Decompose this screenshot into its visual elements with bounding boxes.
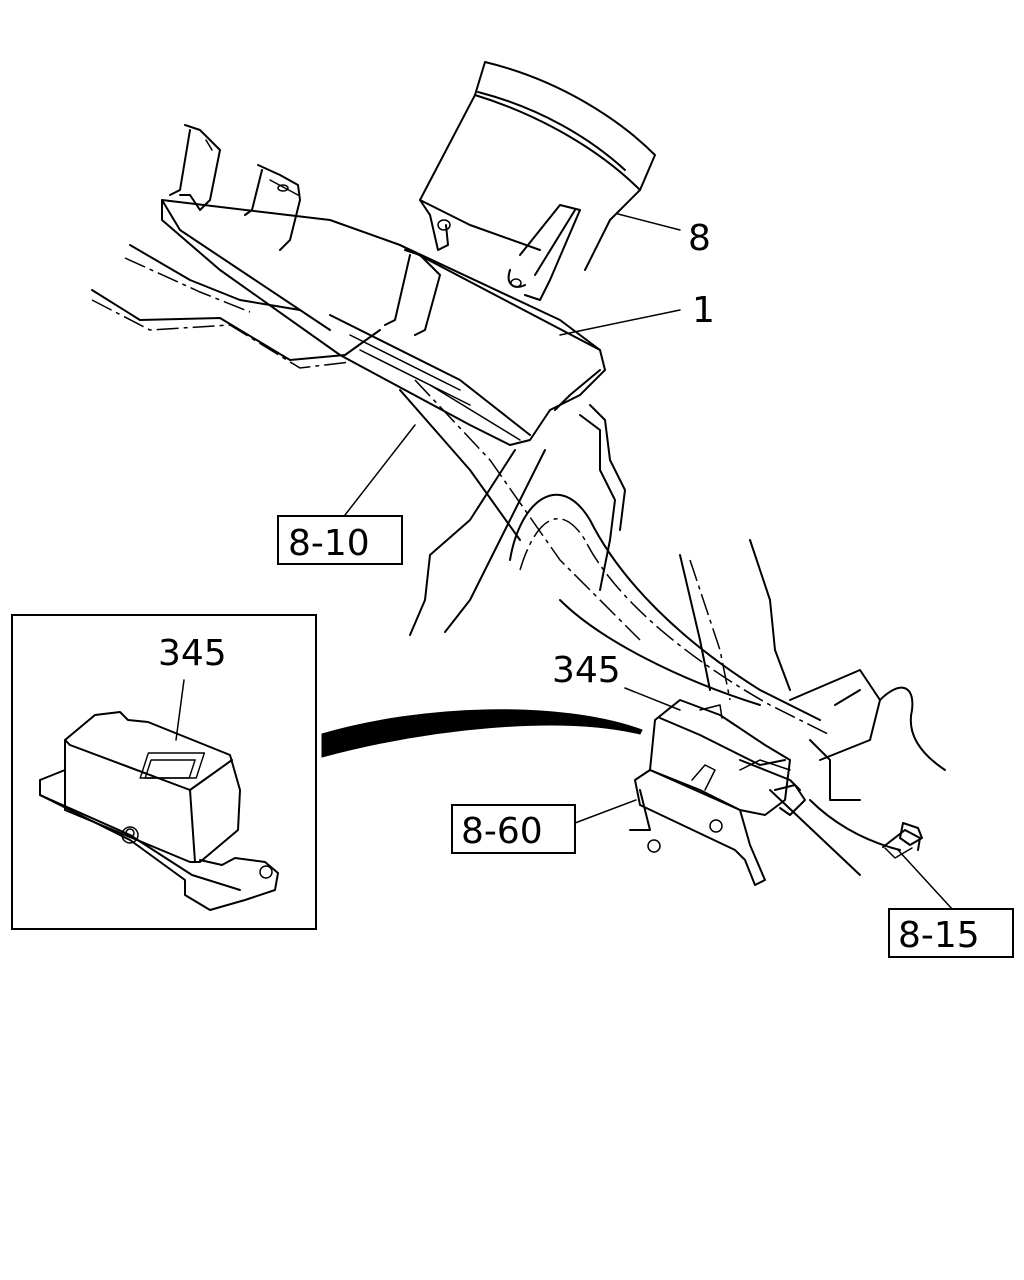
reference-8-15-label: 8-15 (898, 915, 980, 956)
detail-inset (11, 614, 317, 930)
callout-8: 8 (688, 218, 711, 259)
reference-8-60[interactable]: 8-60 (451, 804, 576, 854)
leader-lines (175, 213, 954, 911)
callout-1: 1 (692, 290, 715, 331)
reference-8-60-label: 8-60 (461, 811, 543, 852)
reference-8-10-label: 8-10 (288, 523, 370, 564)
reference-8-10[interactable]: 8-10 (277, 515, 403, 565)
instrument-cluster-housing (161, 124, 606, 446)
callout-345-main: 345 (552, 650, 621, 691)
module-345-installed (629, 699, 806, 886)
callout-345-detail: 345 (158, 633, 227, 674)
connection-arrow (321, 709, 643, 758)
dashboard-frame (91, 244, 946, 876)
bolt (882, 822, 923, 859)
reference-8-15[interactable]: 8-15 (888, 908, 1014, 958)
gauge (419, 61, 656, 301)
